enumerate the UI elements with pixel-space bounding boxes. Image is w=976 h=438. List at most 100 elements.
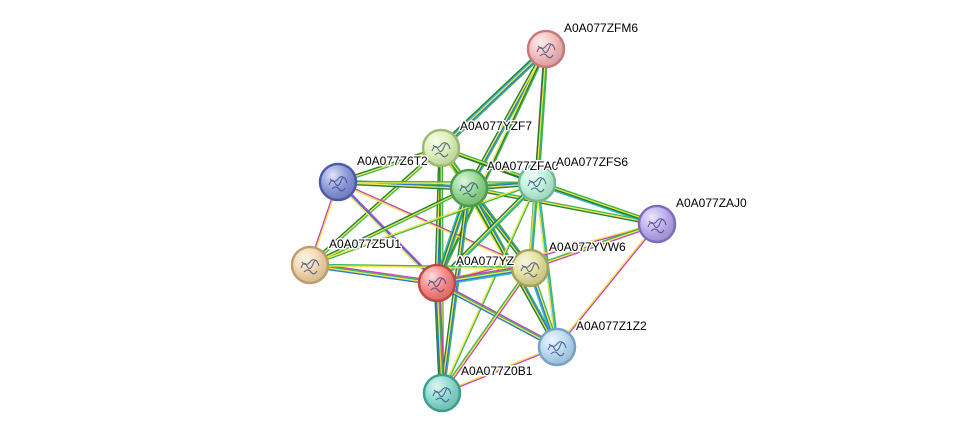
- node-highlight: [420, 266, 454, 300]
- edges-layer: [308, 46, 659, 395]
- edge-evidence-line: [309, 263, 438, 284]
- protein-structure-icon: [536, 43, 556, 59]
- node-zfm6[interactable]: [526, 29, 566, 69]
- edge-evidence-line: [538, 48, 549, 184]
- node-highlight: [529, 32, 563, 66]
- edge-z5u1-yvw6[interactable]: [309, 263, 531, 270]
- protein-structure-icon: [647, 218, 667, 234]
- edge-evidence-line: [337, 180, 538, 184]
- nodes-layer: [290, 29, 677, 413]
- node-highlight: [640, 207, 674, 241]
- node-z1z2[interactable]: [537, 327, 577, 367]
- node-highlight: [452, 171, 486, 205]
- node-label-z6t2: A0A077Z6T2: [357, 154, 428, 168]
- edge-evidence-line: [441, 49, 548, 150]
- node-zfa[interactable]: [449, 168, 489, 208]
- node-zfs6[interactable]: [517, 163, 557, 203]
- edge-zfs6-zaj0[interactable]: [535, 180, 659, 227]
- protein-structure-icon: [431, 142, 451, 158]
- edge-evidence-line: [440, 182, 538, 394]
- edge-evidence-line: [309, 264, 531, 270]
- edge-evidence-line: [528, 222, 658, 268]
- edge-yvw6-z0b1[interactable]: [440, 266, 532, 395]
- edge-evidence-line: [308, 146, 441, 265]
- node-label-yz: A0A077YZ: [456, 254, 514, 268]
- edge-z6t2-yvw6[interactable]: [337, 180, 531, 270]
- node-label-z5u1: A0A077Z5U1: [329, 237, 401, 251]
- edge-evidence-line: [442, 50, 549, 151]
- node-z6t2[interactable]: [318, 162, 358, 202]
- edge-evidence-line: [309, 147, 442, 266]
- node-zaj0[interactable]: [637, 204, 677, 244]
- node-yvw6[interactable]: [510, 248, 550, 288]
- node-highlight: [424, 131, 458, 165]
- node-highlight: [293, 248, 327, 282]
- node-label-z1z2: A0A077Z1Z2: [576, 319, 647, 333]
- edge-evidence-line: [337, 181, 531, 270]
- edge-evidence-line: [441, 267, 531, 394]
- node-highlight: [540, 330, 574, 364]
- edge-zfm6-yzf7[interactable]: [438, 46, 549, 151]
- node-label-yzf7: A0A077YZF7: [460, 119, 532, 133]
- edge-evidence-line: [434, 180, 537, 283]
- edge-evidence-line: [555, 222, 658, 348]
- edge-evidence-line: [529, 224, 659, 270]
- protein-structure-icon: [459, 182, 479, 198]
- edge-evidence-line: [441, 346, 558, 395]
- protein-structure-icon: [527, 177, 547, 193]
- edge-evidence-line: [438, 46, 545, 147]
- edge-evidence-line: [536, 181, 658, 225]
- edge-evidence-line: [309, 182, 538, 267]
- edge-evidence-line: [337, 180, 531, 269]
- node-label-yvw6: A0A077YVW6: [549, 240, 626, 254]
- node-highlight: [321, 165, 355, 199]
- edge-evidence-line: [309, 264, 438, 285]
- edge-evidence-line: [337, 183, 470, 191]
- edge-evidence-line: [442, 268, 532, 395]
- edge-evidence-line: [434, 147, 440, 284]
- edge-evidence-line: [337, 181, 470, 190]
- node-highlight: [513, 251, 547, 285]
- protein-structure-icon: [300, 259, 320, 275]
- edge-evidence-line: [535, 184, 658, 227]
- edge-evidence-line: [310, 148, 443, 267]
- node-z0b1[interactable]: [422, 373, 462, 413]
- edge-zfs6-z0b1[interactable]: [440, 182, 539, 394]
- node-yzf7[interactable]: [421, 128, 461, 168]
- edge-evidence-line: [468, 187, 658, 225]
- edge-evidence-line: [436, 222, 658, 284]
- edge-evidence-line: [468, 186, 658, 224]
- node-highlight: [520, 166, 554, 200]
- node-z5u1[interactable]: [290, 245, 330, 285]
- edge-zfa-z5u1[interactable]: [308, 186, 471, 267]
- edge-evidence-line: [440, 48, 547, 149]
- edge-evidence-line: [443, 187, 472, 394]
- edge-evidence-line: [309, 188, 471, 267]
- node-label-zfs6: A0A077ZFS6: [556, 155, 628, 169]
- protein-structure-icon: [520, 262, 540, 278]
- edge-evidence-line: [529, 223, 658, 269]
- edge-evidence-line: [309, 187, 470, 266]
- edge-evidence-line: [556, 223, 659, 349]
- edge-evidence-line: [441, 182, 539, 394]
- edge-z1z2-z0b1[interactable]: [441, 345, 558, 395]
- edge-zaj0-yvw6[interactable]: [528, 222, 659, 270]
- edge-evidence-line: [441, 345, 558, 394]
- edge-evidence-line: [536, 180, 659, 223]
- protein-structure-icon: [547, 341, 567, 357]
- node-label-z0b1: A0A077Z0B1: [461, 364, 533, 378]
- edge-evidence-line: [536, 182, 658, 226]
- edge-evidence-line: [309, 266, 438, 286]
- node-label-zfa: A0A077ZFA0: [487, 159, 559, 173]
- edge-zaj0-z1z2[interactable]: [555, 222, 659, 349]
- edge-evidence-line: [439, 47, 546, 148]
- protein-structure-icon: [427, 277, 447, 293]
- edge-zfs6-z5u1[interactable]: [309, 181, 538, 267]
- protein-structure-icon: [328, 176, 348, 192]
- node-highlight: [425, 376, 459, 410]
- edge-yzf7-z5u1[interactable]: [308, 146, 443, 267]
- node-yz[interactable]: [417, 263, 457, 303]
- edge-evidence-line: [309, 263, 531, 269]
